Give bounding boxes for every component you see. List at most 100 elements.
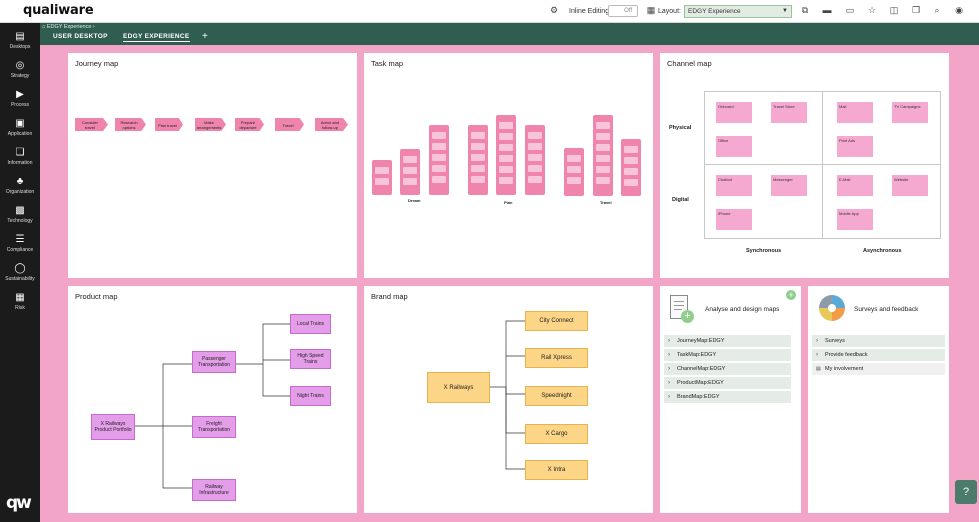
task-cell	[471, 176, 485, 183]
journey-step: Research options	[115, 118, 146, 131]
sidebar-item-label: Sustainability	[5, 276, 35, 282]
sidebar-item-risk[interactable]: ▦ Risk	[0, 292, 40, 311]
task-cell	[528, 154, 542, 161]
sticky-note: Mail	[837, 102, 873, 123]
task-map-panel[interactable]: Task map Dream Plan Travel	[364, 53, 653, 278]
map-list-item[interactable]: ›BrandMap:EDGY	[664, 391, 791, 403]
brand-node: Speednight	[525, 386, 588, 406]
product-map-panel[interactable]: Product map X Railways Product Portfolio…	[68, 286, 357, 513]
sticky-note: Print Ads	[837, 136, 873, 157]
user-icon[interactable]: ◉	[955, 5, 963, 15]
journey-step: Travel	[275, 118, 304, 131]
layout-icon: ▦	[646, 5, 656, 15]
layout-select[interactable]: EDGY Experience ▼	[684, 5, 792, 18]
product-node: Railway Infrastructure	[192, 479, 236, 501]
task-column	[468, 125, 488, 195]
product-map-connectors	[134, 323, 290, 489]
sidebar-item-desktops[interactable]: ▤ Desktops	[0, 31, 40, 50]
document-add-icon: +	[670, 295, 694, 323]
chevron-down-icon: ▼	[782, 8, 788, 14]
sidebar-item-label: Application	[7, 131, 33, 137]
sidebar-item-sustainability[interactable]: ◯ Sustainability	[0, 263, 40, 282]
top-bar: qualiware ⚙ Inline Editing: Off ▦ Layout…	[0, 0, 979, 23]
sidebar-item-application[interactable]: ▣ Application	[0, 118, 40, 137]
survey-list-item[interactable]: ›Provide feedback	[812, 349, 945, 361]
breadcrumb-item[interactable]: EDGY Experience	[46, 24, 92, 30]
breadcrumb[interactable]: ⌂ EDGY Experience ›	[42, 23, 95, 32]
task-cell	[596, 166, 610, 173]
sidebar-item-label: Process	[10, 102, 30, 108]
task-cell	[567, 177, 581, 184]
map-list-item[interactable]: ›TaskMap:EDGY	[664, 349, 791, 361]
column-label: Synchronous	[746, 248, 782, 254]
journey-step: Prepare departure	[235, 118, 264, 131]
copy-icon[interactable]: ❐	[911, 5, 921, 15]
map-list-item[interactable]: ›JourneyMap:EDGY	[664, 335, 791, 347]
tab-user-desktop[interactable]: USER DESKTOP	[53, 33, 108, 40]
task-cell	[624, 168, 638, 175]
desktop-icon: ▤	[15, 31, 25, 42]
sidebar-item-compliance[interactable]: ☰ Compliance	[0, 234, 40, 253]
journey-step: Consider travel	[75, 118, 108, 131]
task-cell	[596, 155, 610, 162]
task-cell	[596, 133, 610, 140]
folder-icon[interactable]: ▬	[822, 5, 832, 15]
binoculars-icon[interactable]: ◫	[889, 5, 899, 15]
survey-list-label: Surveys	[825, 338, 845, 344]
search-icon[interactable]: ⌕	[934, 5, 940, 15]
add-map-button[interactable]: +	[786, 290, 796, 300]
task-caption: Travel	[600, 200, 612, 205]
panel-title: Brand map	[371, 292, 408, 301]
home-icon[interactable]: ⌂	[42, 24, 47, 30]
brand-map-connectors	[490, 320, 525, 470]
tab-edgy-experience[interactable]: EDGY EXPERIENCE	[123, 33, 190, 42]
checkered-flag-icon: ▦	[15, 292, 25, 303]
panel-title: Journey map	[75, 59, 119, 68]
task-cell	[567, 166, 581, 173]
star-icon[interactable]: ☆	[867, 5, 877, 15]
help-button[interactable]: ?	[955, 480, 977, 504]
sidebar-item-process[interactable]: ▶ Process	[0, 89, 40, 108]
task-cell	[499, 133, 513, 140]
gear-icon[interactable]: ⚙	[549, 5, 559, 15]
map-list-item[interactable]: ›ChannelMap:EDGY	[664, 363, 791, 375]
sidebar-item-technology[interactable]: ▩ Technology	[0, 205, 40, 224]
chevron-right-icon: ›	[668, 366, 670, 372]
sidebar-item-label: Desktops	[9, 44, 31, 50]
brand-map-panel[interactable]: Brand map X Railways City Connect Rail X…	[364, 286, 653, 513]
surveys-feedback-widget: Surveys and feedback ›Surveys ›Provide f…	[808, 286, 949, 513]
sidebar-item-organization[interactable]: ♣ Organization	[0, 176, 40, 195]
map-list-item[interactable]: ›ProductMap:EDGY	[664, 377, 791, 389]
survey-list-label: My involvement	[825, 366, 864, 372]
sidebar-item-information[interactable]: ❏ Information	[0, 147, 40, 166]
link-icon[interactable]: ⧉	[801, 5, 809, 15]
task-cell	[403, 167, 417, 174]
inline-editing-label: Inline Editing:	[569, 8, 612, 15]
task-column	[621, 139, 641, 196]
widget-title: Analyse and design maps	[705, 306, 780, 313]
task-cell	[528, 143, 542, 150]
channel-map-panel[interactable]: Channel map Physical Digital Onboard Tra…	[660, 53, 949, 278]
brand-node: Rail Xpress	[525, 348, 588, 368]
task-cell	[567, 155, 581, 162]
journey-step: Arrive and follow-up	[315, 118, 348, 131]
product-node: High Speed Trains	[290, 349, 331, 369]
layout-select-value: EDGY Experience	[688, 8, 741, 15]
task-cell	[528, 132, 542, 139]
brand-node: X Intra	[525, 460, 588, 480]
sticky-note: Onboard	[716, 102, 752, 123]
task-cell	[499, 144, 513, 151]
sidebar-item-strategy[interactable]: ◎ Strategy	[0, 60, 40, 79]
qualiware-logo[interactable]: qualiware	[23, 3, 94, 18]
comment-icon[interactable]: ▭	[845, 5, 855, 15]
sidebar-item-label: Organization	[5, 189, 35, 195]
list-icon: ▤	[816, 366, 821, 372]
task-cell	[403, 178, 417, 185]
chip-icon: ▩	[15, 205, 25, 216]
survey-list-item[interactable]: ▤ My involvement	[812, 363, 945, 375]
add-tab-icon[interactable]: +	[202, 31, 208, 42]
brand-node: City Connect	[525, 311, 588, 331]
inline-editing-toggle[interactable]: Off	[608, 5, 638, 17]
survey-list-item[interactable]: ›Surveys	[812, 335, 945, 347]
journey-map-panel[interactable]: Journey map Consider travel Research opt…	[68, 53, 357, 278]
